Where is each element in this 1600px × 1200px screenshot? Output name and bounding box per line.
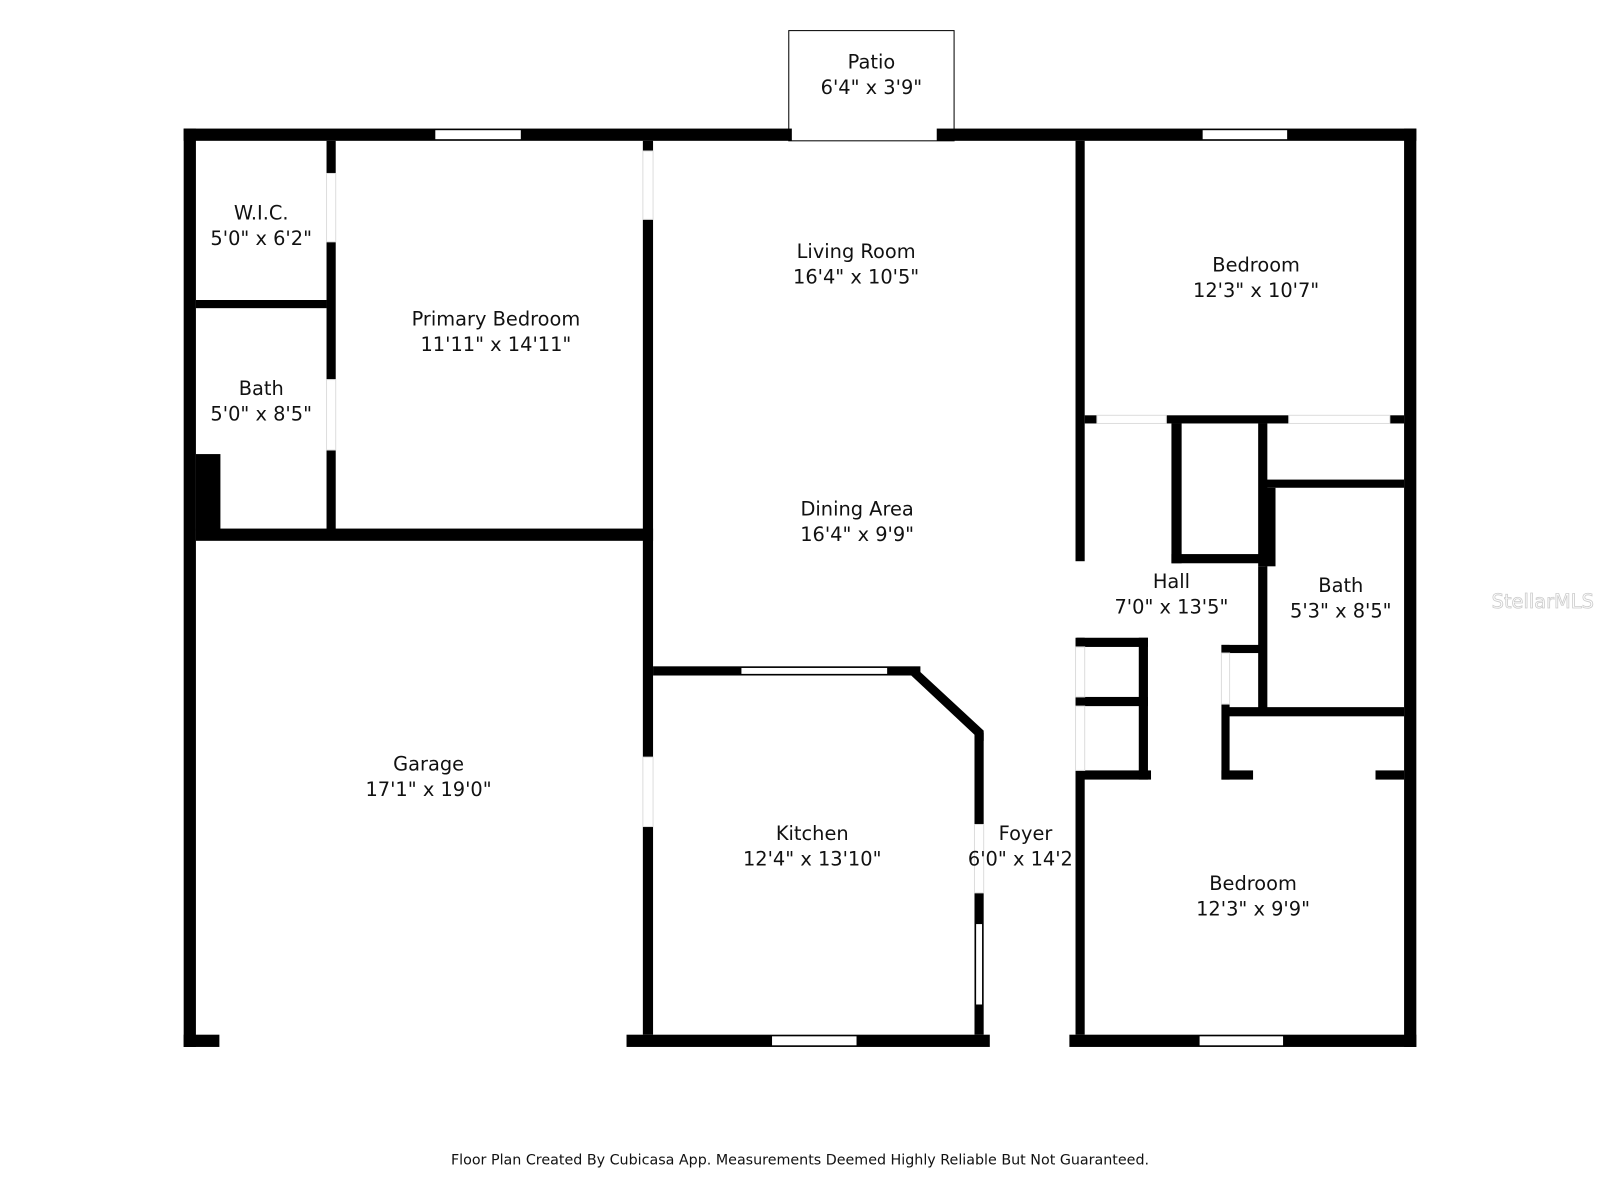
room-bath-2: Bath 5'3" x 8'5" — [1290, 574, 1392, 623]
room-size: 5'3" x 8'5" — [1290, 599, 1392, 622]
room-name: Bath — [239, 377, 284, 400]
room-primary-bath: Bath 5'0" x 8'5" — [210, 377, 312, 426]
room-size: 6'4" x 3'9" — [821, 76, 923, 99]
room-patio: Patio 6'4" x 3'9" — [821, 50, 923, 99]
room-bedroom-3: Bedroom 12'3" x 9'9" — [1196, 872, 1310, 921]
room-size: 17'1" x 19'0" — [365, 778, 491, 801]
room-garage: Garage 17'1" x 19'0" — [365, 752, 491, 801]
room-size: 12'3" x 9'9" — [1196, 897, 1310, 920]
room-size: 7'0" x 13'5" — [1114, 595, 1228, 618]
room-name: Bath — [1318, 574, 1363, 597]
footer-disclaimer: Floor Plan Created By Cubicasa App. Meas… — [451, 1152, 1149, 1168]
room-size: 5'0" x 8'5" — [210, 402, 312, 425]
room-primary-bedroom: Primary Bedroom 11'11" x 14'11" — [412, 308, 581, 357]
room-name: W.I.C. — [234, 201, 289, 224]
room-name: Patio — [848, 50, 896, 73]
room-dining-area: Dining Area 16'4" x 9'9" — [800, 497, 914, 546]
room-living-room: Living Room 16'4" x 10'5" — [793, 240, 919, 289]
room-size: 12'3" x 10'7" — [1193, 279, 1319, 302]
room-size: 11'11" x 14'11" — [420, 333, 571, 356]
room-size: 6'0" x 14'2 — [968, 847, 1073, 870]
patio-outline — [788, 30, 955, 142]
room-name: Garage — [393, 752, 464, 775]
room-foyer: Foyer 6'0" x 14'2 — [968, 822, 1073, 871]
room-name: Hall — [1153, 570, 1190, 593]
room-name: Dining Area — [800, 497, 913, 520]
room-name: Bedroom — [1209, 872, 1297, 895]
room-name: Foyer — [999, 822, 1053, 845]
room-name: Bedroom — [1212, 253, 1300, 276]
room-name: Living Room — [797, 240, 916, 263]
doors — [326, 150, 1391, 894]
watermark: StellarMLS — [1492, 590, 1594, 613]
room-size: 5'0" x 6'2" — [210, 227, 312, 250]
room-wic: W.I.C. 5'0" x 6'2" — [210, 201, 312, 250]
room-name: Primary Bedroom — [412, 308, 581, 331]
room-size: 16'4" x 10'5" — [793, 266, 919, 289]
windows — [434, 128, 1289, 1047]
room-hall: Hall 7'0" x 13'5" — [1114, 570, 1228, 619]
room-kitchen: Kitchen 12'4" x 13'10" — [743, 822, 882, 871]
room-name: Kitchen — [776, 822, 849, 845]
room-size: 16'4" x 9'9" — [800, 523, 914, 546]
room-bedroom-2: Bedroom 12'3" x 10'7" — [1193, 253, 1319, 302]
room-size: 12'4" x 13'10" — [743, 847, 882, 870]
